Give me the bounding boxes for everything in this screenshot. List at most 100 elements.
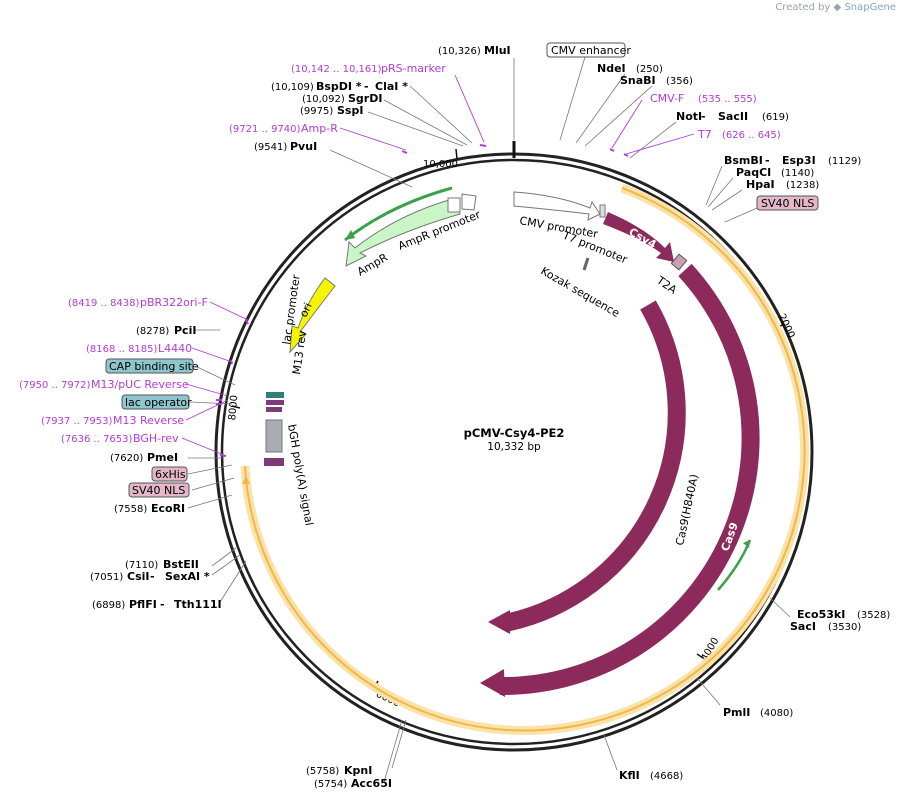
ampr-promoter-arrow[interactable]	[461, 193, 477, 211]
l4440-name: L4440	[158, 342, 192, 355]
esp3i-name: Esp3I	[782, 154, 816, 167]
feature-box-cap-binding-site[interactable]: CAP binding site	[105, 358, 199, 374]
site-acc65i[interactable]: (5754) Acc65I	[314, 777, 392, 790]
site-sspi[interactable]: (9975) SspI	[300, 104, 363, 117]
site-pflfi[interactable]: (6898) PflFI - Tth111I	[92, 598, 222, 611]
t7-pos: (626 .. 645)	[722, 130, 781, 141]
cmv-promoter-arrow[interactable]	[513, 191, 601, 221]
site-snabi[interactable]: SnaBI (356)	[620, 74, 693, 87]
noti-name: NotI	[676, 110, 702, 123]
bgh-polya-box[interactable]	[265, 419, 283, 453]
paqci-pos: (1140)	[781, 168, 814, 179]
saci-name: SacI	[790, 620, 816, 633]
site-bspdi[interactable]: (10,109) BspDI * - ClaI *	[271, 80, 408, 93]
pcii-name: PciI	[174, 324, 196, 337]
pvui-name: PvuI	[290, 140, 317, 153]
primer-pbr322ori-f[interactable]: (8419 .. 8438) pBR322ori-F	[68, 296, 208, 309]
m13puc-pos: (7950 .. 7972)	[19, 380, 91, 391]
snapgene-logo-icon: ◆	[833, 2, 842, 13]
kpni-pos: (5758)	[306, 766, 339, 777]
primer-m13-puc-reverse[interactable]: (7950 .. 7972) M13/pUC Reverse	[19, 378, 189, 391]
tick-label-10000: 10,000	[423, 159, 458, 170]
primer-m13-reverse[interactable]: (7937 .. 7953) M13 Reverse	[41, 414, 184, 427]
ecori-name: EcoRI	[151, 502, 185, 515]
orange-arc-head	[242, 476, 250, 484]
feature-box-lac-operator[interactable]: lac operator	[121, 394, 192, 410]
t7-name: T7	[697, 128, 712, 141]
ori-arrow[interactable]	[289, 277, 336, 354]
ecori-pos: (7558)	[114, 504, 147, 515]
site-mlui[interactable]: (10,326) MluI	[438, 44, 511, 57]
bspdi-pos: (10,109)	[271, 82, 314, 93]
site-ecori[interactable]: (7558) EcoRI	[114, 502, 185, 515]
credit-prefix: Created by	[775, 2, 831, 13]
sv40-left-label: SV40 NLS	[132, 484, 185, 497]
saci-pos: (3530)	[828, 622, 861, 633]
primer-amp-r[interactable]: (9721 .. 9740) Amp-R	[229, 122, 338, 135]
bsmbi-sep: -	[765, 154, 770, 167]
green-arrow-top-head	[345, 230, 355, 240]
site-pvui[interactable]: (9541) PvuI	[254, 140, 317, 153]
site-pmei[interactable]: (7620) PmeI	[110, 451, 178, 464]
site-noti[interactable]: NotI - SacII (619)	[676, 110, 789, 123]
site-eco53ki[interactable]: Eco53kI (3528)	[797, 608, 890, 621]
sspi-name: SspI	[337, 104, 363, 117]
cas9-arrow[interactable]	[499, 263, 760, 696]
csii-sep: -	[150, 570, 155, 583]
lac-operator-mark	[266, 392, 284, 398]
tick-label-8000: 8000	[227, 395, 240, 421]
feature-box-6xhis[interactable]: 6xHis	[151, 466, 188, 482]
green-arrow-right-head	[743, 540, 750, 548]
site-ndei[interactable]: NdeI (250)	[597, 62, 663, 75]
cap-label: CAP binding site	[109, 360, 199, 373]
pbr-pos: (8419 .. 8438)	[68, 298, 140, 309]
feature-box-sv40-nls-left[interactable]: SV40 NLS	[128, 482, 190, 498]
site-bsteii[interactable]: (7110) BstEII	[125, 558, 199, 571]
sgrdi-name: SgrDI	[348, 92, 382, 105]
primer-bgh-rev[interactable]: (7636 .. 7653) BGH-rev	[61, 432, 179, 445]
site-kfli[interactable]: KflI (4668)	[619, 769, 683, 782]
his-label: 6xHis	[155, 468, 186, 481]
cas9-arrow-head	[480, 669, 505, 697]
site-hpai[interactable]: HpaI (1238)	[746, 178, 819, 191]
site-sgrdi[interactable]: (10,092) SgrDI	[302, 92, 382, 105]
acc65i-pos: (5754)	[314, 779, 347, 790]
pflfi-sep: -	[160, 598, 165, 611]
hpai-pos: (1238)	[786, 180, 819, 191]
bsmbi-pos: (1129)	[828, 156, 861, 167]
sgrdi-pos: (10,092)	[302, 94, 345, 105]
pmei-name: PmeI	[147, 451, 178, 464]
clai-name: ClaI *	[375, 80, 408, 93]
sspi-pos: (9975)	[300, 106, 333, 117]
ampr-primer-name: Amp-R	[301, 122, 338, 135]
site-csii[interactable]: (7051) CsiI - SexAI *	[90, 570, 210, 583]
primer-cmv-f[interactable]: CMV-F (535 .. 555)	[650, 92, 757, 105]
ndei-name: NdeI	[597, 62, 626, 75]
feature-box-sv40-nls-right[interactable]: SV40 NLS	[756, 195, 819, 211]
site-saci[interactable]: SacI (3530)	[790, 620, 861, 633]
primer-t7[interactable]: T7 (626 .. 645)	[697, 128, 781, 141]
bsteii-name: BstEII	[163, 558, 199, 571]
kfli-pos: (4668)	[650, 771, 683, 782]
site-pmli[interactable]: PmlI (4080)	[723, 706, 793, 719]
primer-l4440[interactable]: (8168 .. 8185) L4440	[86, 342, 192, 355]
pmei-pos: (7620)	[110, 453, 143, 464]
feature-box-cmv-enhancer[interactable]: CMV enhancer	[546, 42, 631, 58]
site-kpni[interactable]: (5758) KpnI	[306, 764, 372, 777]
t2a-label: T2A	[653, 273, 679, 297]
csy4-arrow[interactable]	[603, 212, 674, 262]
ampr-arrow[interactable]	[345, 197, 461, 267]
csii-pos: (7051)	[90, 572, 123, 583]
site-bsmbi[interactable]: BsmBI - Esp3I (1129)	[724, 154, 861, 167]
prs-pos: (10,142 .. 10,161)	[291, 64, 382, 75]
pbr-name: pBR322ori-F	[140, 296, 208, 309]
noti-sep: -	[701, 110, 706, 123]
site-pcii[interactable]: (8278) PciI	[136, 324, 196, 337]
acc65i-name: Acc65I	[351, 777, 392, 790]
site-paqci[interactable]: PaqCI (1140)	[736, 166, 814, 179]
primer-prs-marker[interactable]: (10,142 .. 10,161) pRS-marker	[291, 62, 446, 75]
t2a-box[interactable]	[670, 253, 688, 271]
cas9-h840a-arrow[interactable]	[503, 300, 686, 632]
green-arrow-top	[344, 186, 453, 242]
